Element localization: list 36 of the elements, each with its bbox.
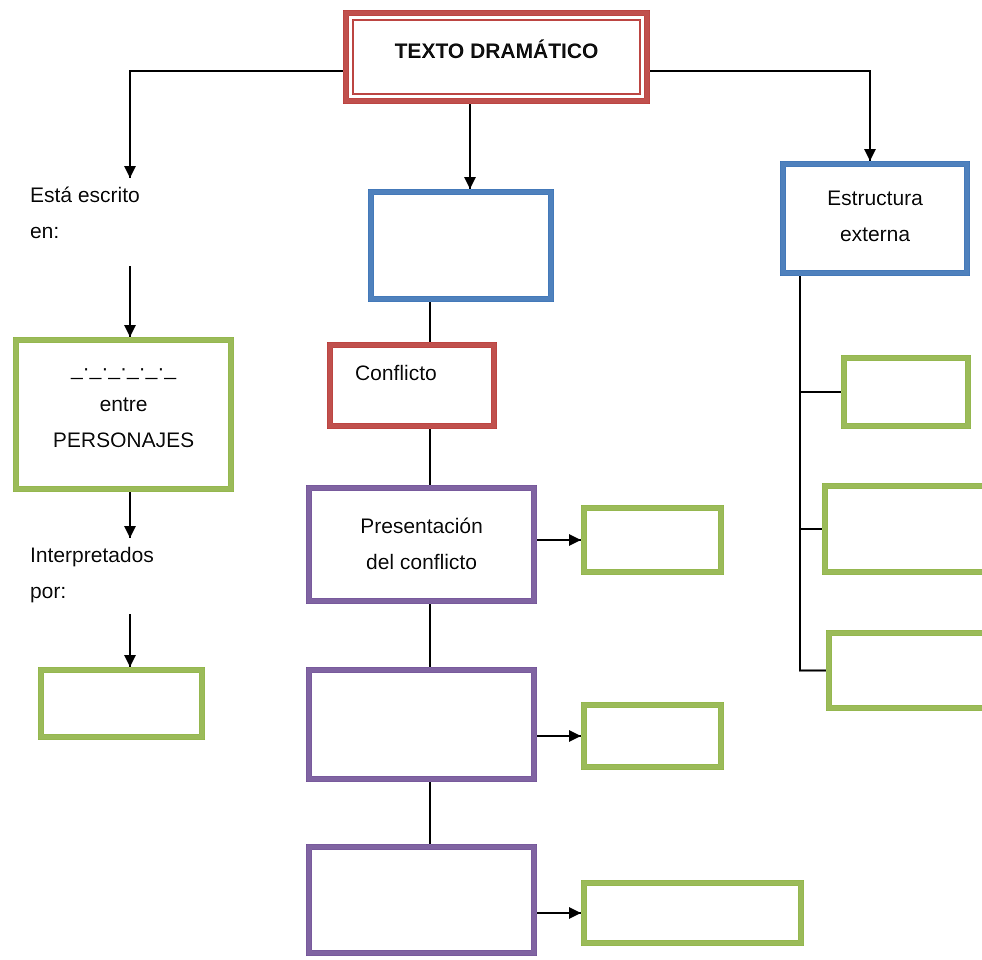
arrow (537, 907, 581, 919)
connector-text: Está escrito en: (30, 183, 141, 245)
empty-box (38, 667, 205, 740)
concept-box (13, 337, 234, 492)
empty-box (581, 702, 724, 770)
connector-line (799, 276, 826, 672)
empty-box (822, 483, 982, 575)
arrow (124, 492, 136, 538)
arrow (124, 266, 136, 337)
arrow (124, 70, 343, 178)
arrow (537, 730, 581, 742)
box-text: Estructura externa (826, 186, 924, 248)
empty-box (306, 844, 537, 956)
box-text: Conflicto (355, 361, 438, 387)
connector-text: Interpretados por: (30, 543, 155, 605)
empty-box (368, 189, 554, 302)
empty-box (306, 667, 537, 782)
arrow (464, 104, 476, 189)
connector-line (429, 604, 431, 667)
empty-box (581, 505, 724, 575)
arrow (537, 534, 581, 546)
box-text: Presentación del conflicto (359, 514, 484, 576)
concept-box (343, 10, 650, 104)
empty-box (826, 630, 982, 711)
empty-box (581, 880, 804, 946)
box-text: TEXTO DRAMÁTICO (394, 38, 600, 65)
empty-box (841, 355, 971, 429)
arrow (124, 614, 136, 667)
connector-line (429, 782, 431, 844)
concept-box (327, 342, 497, 429)
box-text: _·_·_·_·_·_ entre PERSONAJES (52, 356, 196, 454)
concept-box (780, 161, 970, 276)
arrow (650, 70, 876, 161)
connector-line (429, 429, 431, 485)
concept-box (306, 485, 537, 604)
connector-line (429, 302, 431, 342)
